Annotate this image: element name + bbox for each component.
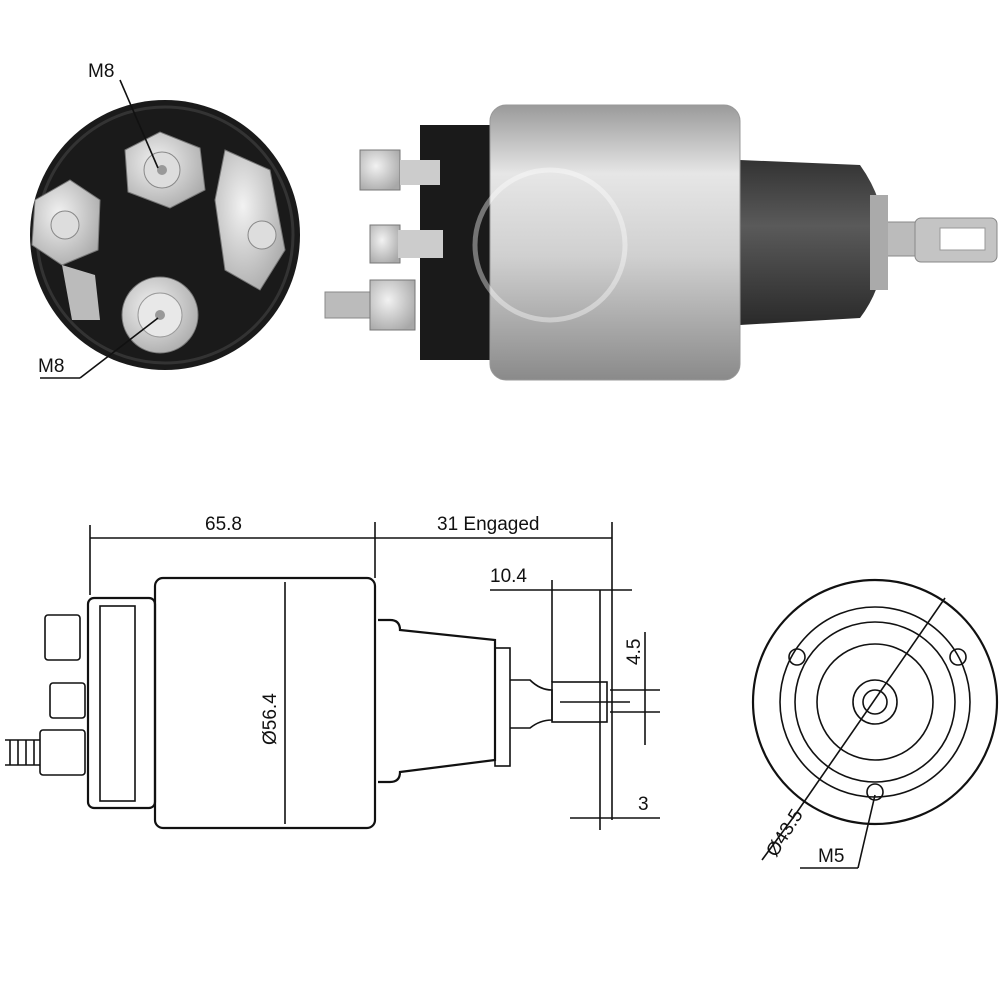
tab-hole-dimension: 4.5: [624, 639, 645, 665]
solenoid-side-photo: [324, 104, 998, 381]
left-terminal: [31, 179, 101, 266]
body-length-dimension: 65.8: [205, 514, 242, 535]
tab-length-dimension: 10.4: [490, 566, 527, 587]
side-view-drawing: [5, 576, 630, 830]
engaged-travel-dimension: 31 Engaged: [437, 514, 540, 535]
upper-m8-stud: [124, 131, 206, 209]
upper-m8-label: M8: [88, 61, 114, 82]
m5-thread-label: M5: [818, 846, 844, 867]
upper-m8-leader: [119, 79, 159, 169]
bolt-circle-diameter-dimension: Ø43.5: [762, 806, 807, 861]
lower-m8-label: M8: [38, 356, 64, 377]
end-view-drawing: [751, 578, 999, 869]
watermark-logo: [472, 167, 628, 323]
body-diameter-dimension: Ø56.4: [260, 693, 281, 745]
lower-m8-stud: [121, 276, 199, 354]
tab-offset-dimension: 3: [638, 794, 649, 815]
right-terminal: [214, 149, 286, 291]
dimension-lines: [89, 522, 660, 830]
lower-m8-leader: [79, 317, 159, 379]
terminal-end-photo: [30, 100, 300, 370]
